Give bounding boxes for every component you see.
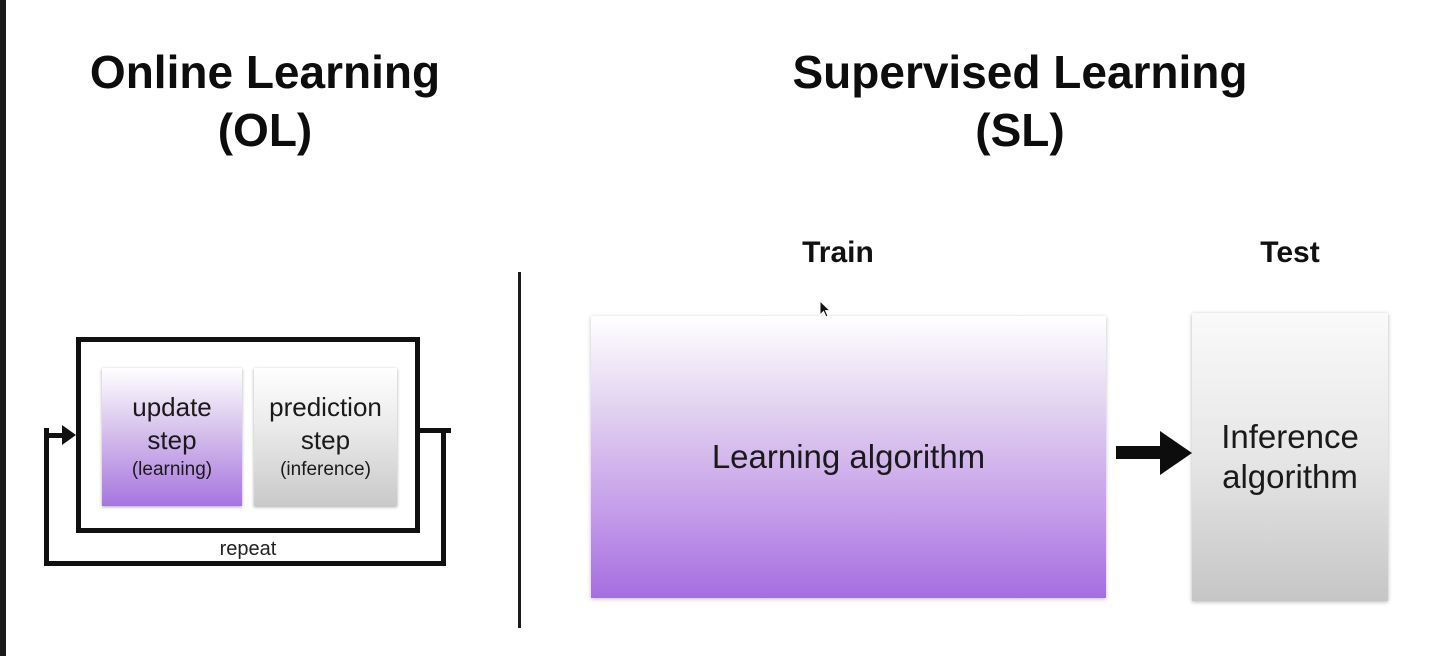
train-to-test-arrowhead (1160, 431, 1192, 475)
left-edge-bar (0, 0, 6, 656)
update-step-line2: step (147, 425, 197, 455)
online-learning-title-line1: Online Learning (89, 46, 441, 98)
inference-algorithm-box: Inference algorithm (1192, 313, 1388, 601)
section-divider (518, 272, 521, 628)
repeat-loop-arrowhead (62, 425, 76, 445)
repeat-loop-path (44, 428, 446, 566)
inference-algorithm-line2: algorithm (1222, 458, 1358, 495)
train-to-test-arrow-shaft (1116, 446, 1166, 459)
supervised-learning-title-line1: Supervised Learning (792, 46, 1248, 98)
update-step-sub: (learning) (131, 459, 213, 480)
prediction-step-line1: prediction (269, 392, 382, 422)
test-label: Test (1260, 236, 1320, 269)
inference-algorithm-line1: Inference (1221, 418, 1359, 455)
prediction-step-sub: (inference) (280, 459, 371, 480)
prediction-step-line2: step (300, 425, 351, 455)
train-label: Train (802, 236, 874, 269)
update-step-box: update step (learning) (102, 368, 242, 506)
update-step-line1: update (132, 392, 212, 422)
learning-algorithm-label: Learning algorithm (711, 438, 986, 475)
repeat-label: repeat (219, 538, 277, 560)
repeat-loop-entry-line (44, 433, 66, 438)
repeat-loop-exit-line (415, 428, 451, 433)
supervised-learning-title: Supervised Learning (SL) (720, 43, 1320, 159)
online-learning-title: Online Learning (OL) (40, 43, 490, 159)
prediction-step-box: prediction step (inference) (254, 368, 397, 506)
supervised-learning-title-line2: (SL) (975, 104, 1065, 156)
learning-algorithm-box: Learning algorithm (591, 316, 1106, 598)
online-learning-title-line2: (OL) (217, 104, 313, 156)
